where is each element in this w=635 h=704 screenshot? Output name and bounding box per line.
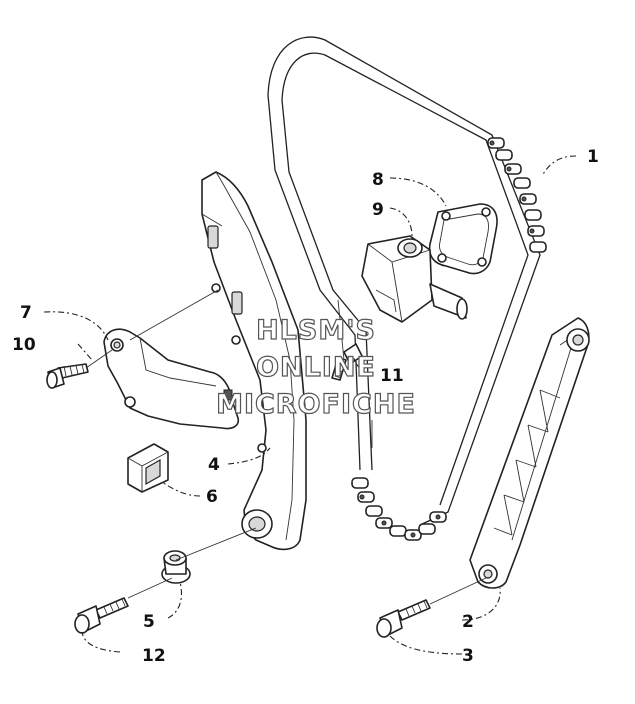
- chain-tensioner: [361, 235, 468, 323]
- tensioner-gasket: [428, 203, 498, 275]
- callout-12: 12: [142, 646, 166, 666]
- callout-10: 10: [12, 335, 36, 355]
- alignment-lines: [85, 289, 487, 605]
- guide-ribs: [493, 389, 561, 536]
- slider-block: [127, 443, 169, 493]
- collar: [161, 550, 191, 584]
- callout-11: 11: [380, 366, 404, 386]
- watermark: HLSM'S ONLINE MICROFICHE: [215, 314, 416, 420]
- bolt-3: [376, 599, 431, 638]
- callout-7: 7: [20, 303, 32, 323]
- callouts: 1 2 3 4 5 6 7 8 9 10 11 12: [12, 147, 599, 666]
- tensioner-guide: [201, 171, 307, 551]
- bolt-10: [46, 363, 89, 389]
- bolt-11: [331, 343, 363, 381]
- timing-chain: [267, 36, 547, 541]
- callout-1: 1: [587, 147, 599, 167]
- watermark-line3: MICROFICHE: [216, 389, 416, 420]
- chain-links-upper: [487, 137, 547, 253]
- bolt-12: [74, 597, 129, 634]
- callout-9: 9: [372, 200, 384, 220]
- tensioner-bracket: [103, 328, 240, 430]
- watermark-line1: HLSM'S: [256, 315, 376, 346]
- callout-2: 2: [462, 612, 474, 632]
- callout-3: 3: [462, 646, 474, 666]
- watermark-line2: ONLINE: [256, 352, 376, 383]
- callout-6: 6: [206, 487, 218, 507]
- chain-links-lower: [351, 477, 447, 541]
- callout-5: 5: [143, 612, 155, 632]
- callout-8: 8: [372, 170, 384, 190]
- chain-guide: [469, 317, 590, 589]
- leader-lines: [43, 155, 577, 655]
- callout-4: 4: [208, 455, 220, 475]
